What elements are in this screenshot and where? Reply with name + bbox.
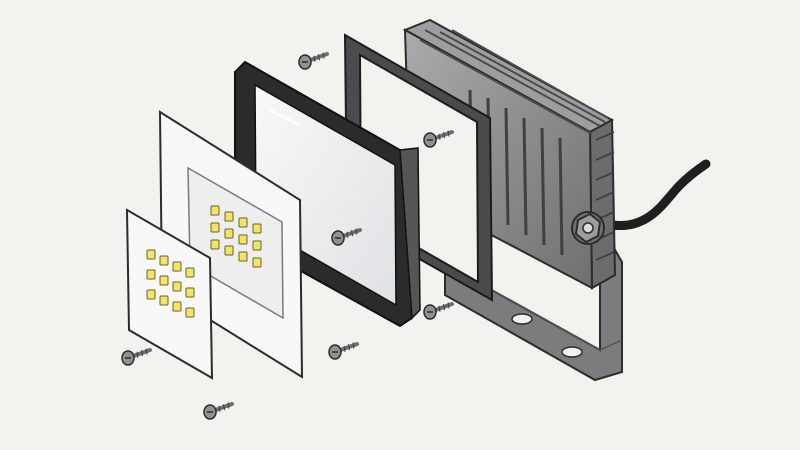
led-chip <box>224 245 234 256</box>
bracket-bolt <box>571 211 605 245</box>
led-chip <box>146 249 156 260</box>
led-chip <box>185 267 195 278</box>
led-chip <box>238 251 248 262</box>
screw <box>328 342 359 360</box>
power-cable <box>607 159 711 230</box>
led-chip <box>185 307 195 318</box>
screw <box>121 348 152 366</box>
screw <box>423 130 454 148</box>
screw <box>423 302 454 320</box>
led-chip <box>252 240 262 251</box>
led-chip <box>159 275 169 286</box>
led-array <box>146 249 195 318</box>
led-chip <box>159 255 169 266</box>
led-chip <box>146 289 156 300</box>
led-chip <box>210 222 220 233</box>
led-chip <box>238 234 248 245</box>
led-board-small <box>125 208 214 380</box>
led-chip <box>224 211 234 222</box>
led-chip <box>210 205 220 216</box>
led-chip <box>252 257 262 268</box>
led-chip <box>172 281 182 292</box>
led-chip <box>172 261 182 272</box>
screw <box>203 402 234 420</box>
led-chip <box>210 239 220 250</box>
bracket-slot <box>511 313 533 325</box>
led-chip <box>252 223 262 234</box>
led-chip <box>185 287 195 298</box>
led-chip <box>224 228 234 239</box>
screws <box>121 52 454 420</box>
led-chip <box>159 295 169 306</box>
screw <box>331 228 362 246</box>
bracket-slot <box>561 346 583 358</box>
led-chip <box>238 217 248 228</box>
glass-lens-in-frame <box>234 60 421 328</box>
led-chip <box>146 269 156 280</box>
screw <box>298 52 329 70</box>
led-array <box>210 205 262 268</box>
led-chip <box>172 301 182 312</box>
aluminum-heatsink-housing <box>402 18 617 290</box>
